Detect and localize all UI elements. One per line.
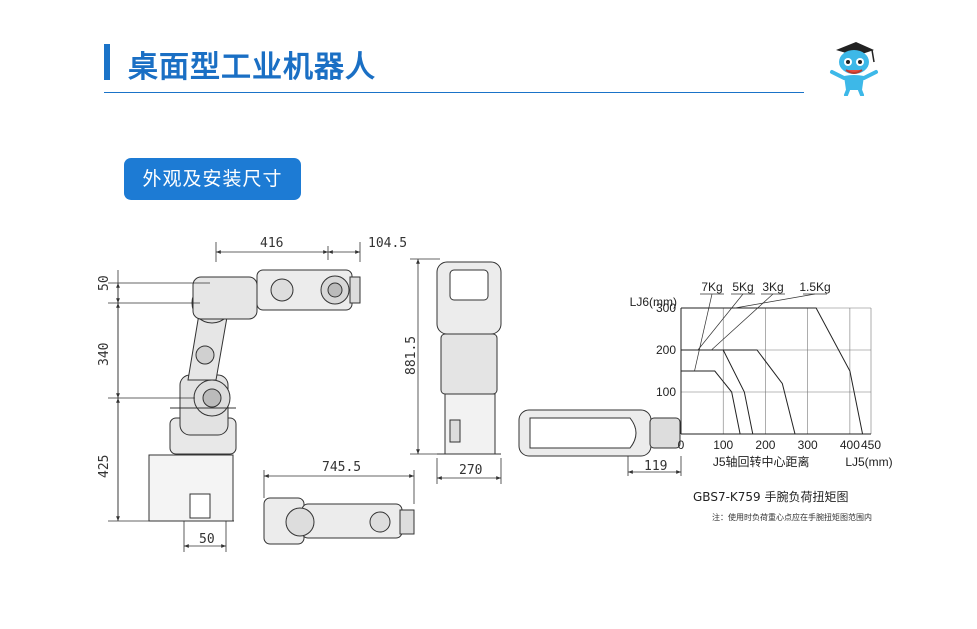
series-leader (734, 293, 816, 309)
dim-front-height: 881.5 (404, 336, 419, 375)
robot-side-view (148, 269, 361, 522)
x-tick-label: 200 (755, 438, 775, 452)
title-accent-bar (104, 44, 110, 80)
series-line (681, 370, 741, 435)
y-axis-label: LJ6(mm) (630, 295, 677, 309)
dim-front-width: 270 (459, 463, 482, 478)
y-tick-label: 300 (656, 301, 676, 315)
dim-side-v2: 340 (97, 343, 112, 366)
series-leader (694, 293, 713, 372)
front-view-dimension-lines (410, 258, 502, 484)
y-tick-label: 200 (656, 343, 676, 357)
x-tick-label: 100 (713, 438, 733, 452)
x-tick-label: 300 (798, 438, 818, 452)
dim-side-v3: 425 (97, 455, 112, 478)
series-label: 3Kg (762, 280, 783, 294)
dim-side-v1: 50 (97, 275, 112, 291)
series-leader (697, 293, 744, 351)
robot-wrist-view (518, 409, 681, 457)
chart-title: GBS7-K759 手腕负荷扭矩图 (693, 490, 849, 504)
dim-base-width: 50 (199, 532, 215, 547)
section-badge: 外观及安装尺寸 (124, 158, 301, 200)
chart-note: 注：使用时负荷重心点应在手腕扭矩图范围内 (712, 513, 872, 522)
x-axis-label: J5轴回转中心距离 (713, 454, 810, 469)
page-title: 桌面型工业机器人 (128, 50, 376, 85)
x-tick-label: 400 (840, 438, 860, 452)
series-label: 1.5Kg (799, 280, 830, 294)
side-view-dimension-lines (108, 242, 361, 552)
series-line (681, 307, 864, 435)
robot-top-view (263, 497, 415, 545)
x-tick-label: 450 (861, 438, 881, 452)
dim-flange-offset: 119 (644, 459, 667, 474)
dim-side-width: 416 (260, 236, 283, 251)
series-label: 7Kg (701, 280, 722, 294)
y-tick-label: 100 (656, 385, 676, 399)
x-tick-label: 0 (678, 438, 685, 452)
title-divider (104, 92, 804, 93)
mascot-icon (830, 42, 878, 96)
robot-front-view (436, 261, 502, 455)
dim-side-offset: 104.5 (368, 236, 407, 251)
dim-top-length: 745.5 (322, 460, 361, 475)
top-view-dimension-lines (263, 470, 415, 504)
wrist-dimension-lines (627, 456, 682, 476)
series-line (681, 349, 796, 435)
x-axis-unit: LJ5(mm) (845, 455, 892, 469)
series-label: 5Kg (732, 280, 753, 294)
